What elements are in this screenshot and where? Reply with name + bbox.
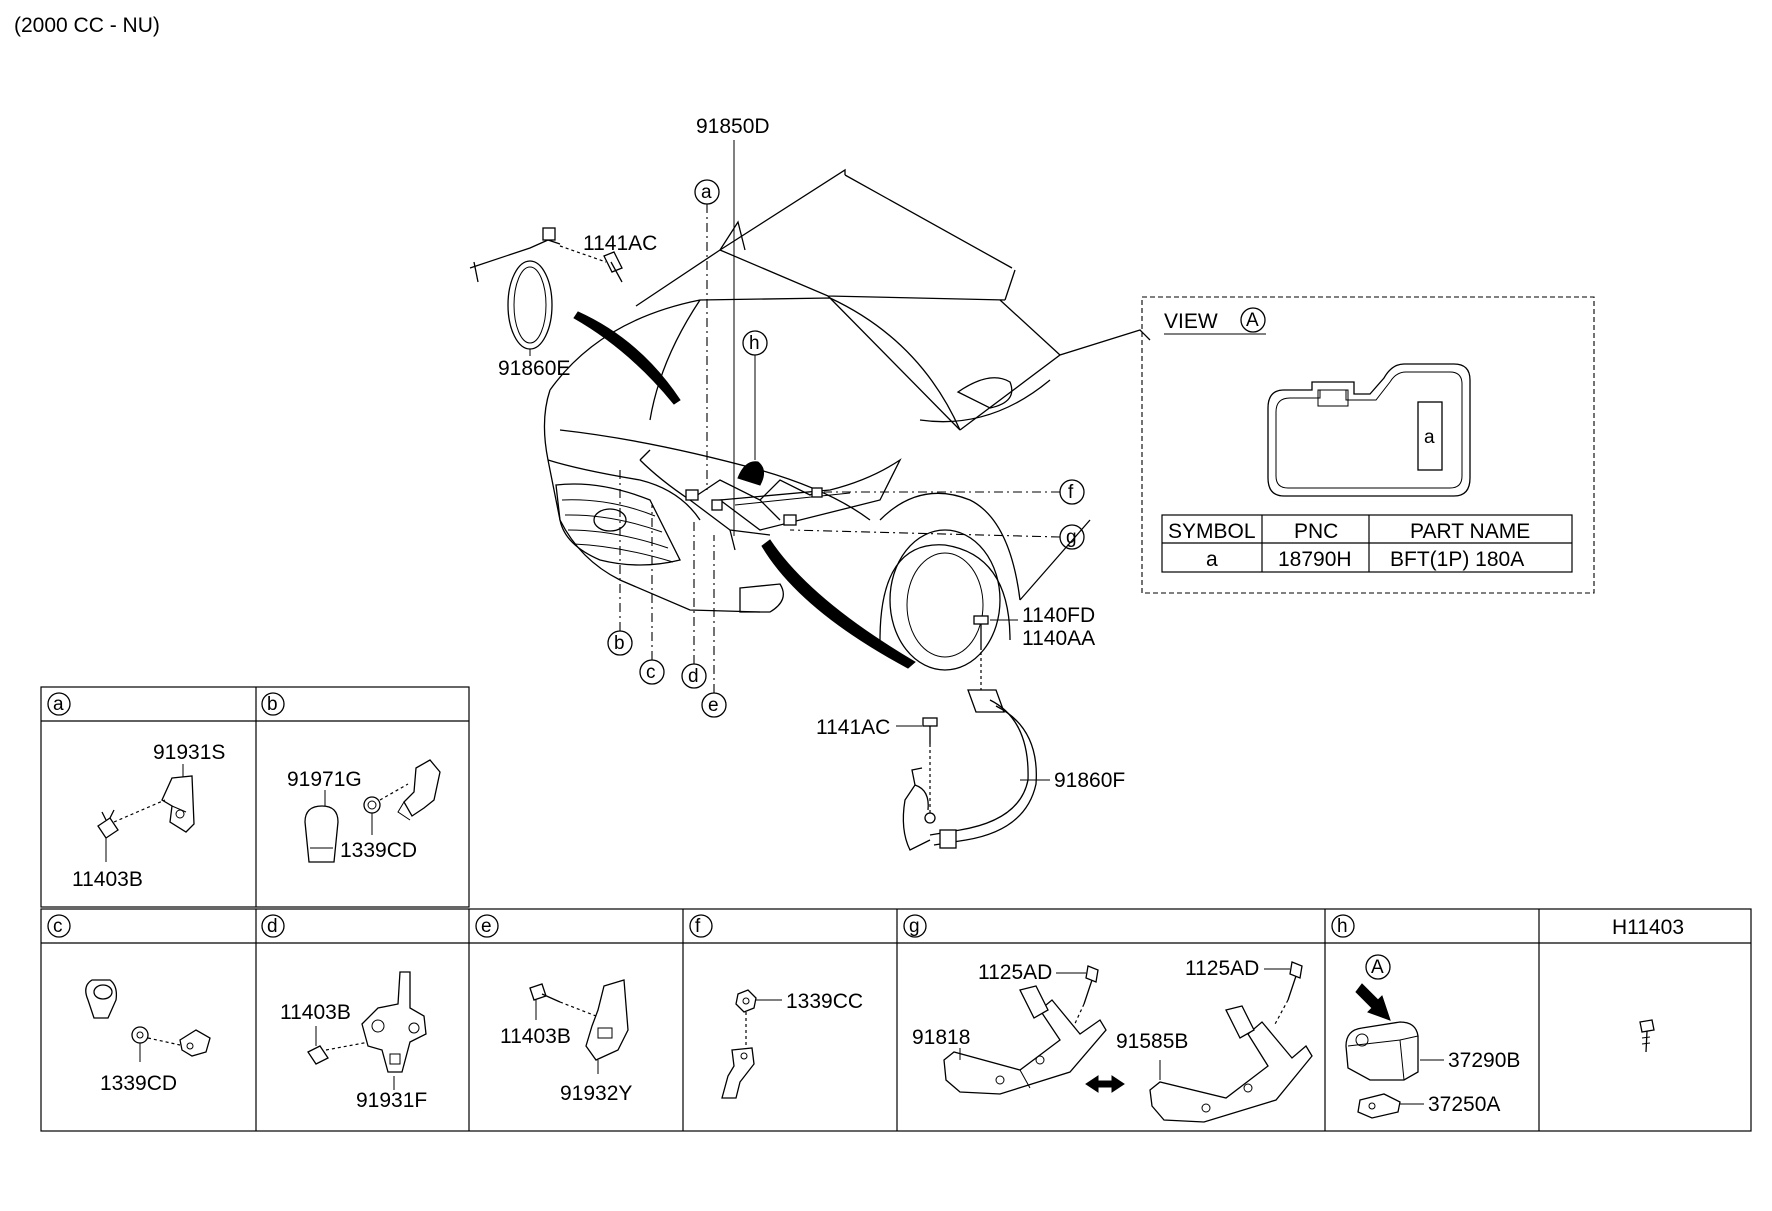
callout-h-main: h bbox=[742, 330, 768, 460]
svg-text:a: a bbox=[701, 182, 712, 203]
panel-g-part-91585b: 91585B bbox=[1116, 1030, 1188, 1053]
table-header-symbol: SYMBOL bbox=[1168, 520, 1256, 543]
view-a-symbol: A bbox=[1246, 310, 1259, 331]
detail-grid-row2 bbox=[40, 908, 1752, 1132]
panel-h11403: H11403 bbox=[1612, 916, 1684, 1053]
engine-harness bbox=[639, 449, 823, 551]
svg-text:c: c bbox=[53, 916, 63, 937]
label-1140aa: 1140AA bbox=[1022, 627, 1095, 650]
callout-g-main: g bbox=[789, 524, 1085, 550]
svg-text:d: d bbox=[688, 666, 699, 687]
view-arrow-icon bbox=[1355, 983, 1391, 1021]
bolt-icon bbox=[1639, 1019, 1655, 1033]
panel-b: b 91971G 1339CD bbox=[261, 692, 441, 863]
panel-h-part-37250a: 37250A bbox=[1428, 1093, 1500, 1116]
view-a-title: VIEW bbox=[1164, 310, 1218, 333]
interchange-arrow-icon bbox=[1085, 1075, 1125, 1093]
battery-cable-left bbox=[469, 227, 623, 350]
svg-text:A: A bbox=[1371, 957, 1384, 978]
label-1141ac-lower: 1141AC bbox=[816, 716, 890, 739]
callout-c-main: c bbox=[639, 505, 665, 685]
svg-text:f: f bbox=[695, 916, 701, 937]
svg-text:h: h bbox=[749, 333, 760, 354]
panel-d-part-11403b: 11403B bbox=[280, 1001, 351, 1024]
panel-f-part-1339cc: 1339CC bbox=[786, 990, 863, 1013]
label-1141ac-top: 1141AC bbox=[583, 232, 657, 255]
callout-e-main: e bbox=[701, 535, 727, 718]
svg-text:b: b bbox=[614, 633, 625, 654]
svg-text:f: f bbox=[1068, 482, 1074, 503]
table-header-pnc: PNC bbox=[1294, 520, 1338, 543]
panel-e-part-11403b: 11403B bbox=[500, 1025, 571, 1048]
panel-e-part-91932y: 91932Y bbox=[560, 1082, 632, 1105]
battery-cable-right bbox=[902, 615, 1037, 851]
panel-g: g 1125AD 91818 1125AD 91585B bbox=[903, 914, 1313, 1123]
panel-d: d 11403B 91931F bbox=[261, 914, 427, 1112]
panel-d-part-91931f: 91931F bbox=[356, 1089, 427, 1112]
panel-b-part-91971g: 91971G bbox=[287, 768, 362, 791]
callout-f-main: f bbox=[824, 479, 1085, 505]
svg-text:a: a bbox=[53, 694, 64, 715]
table-cell-symbol: a bbox=[1206, 548, 1218, 571]
panel-g-part-1125ad-right: 1125AD bbox=[1185, 957, 1259, 980]
panel-b-part-1339cd: 1339CD bbox=[340, 839, 417, 862]
panel-g-part-91818: 91818 bbox=[912, 1026, 970, 1049]
view-a-panel: VIEW A a SYMBOL PNC PART NAME a 18790H B… bbox=[1141, 296, 1595, 594]
panel-h11403-title: H11403 bbox=[1612, 916, 1684, 939]
panel-g-part-1125ad-left: 1125AD bbox=[978, 961, 1052, 984]
table-cell-part-name: BFT(1P) 180A bbox=[1390, 548, 1524, 571]
callout-b-main: b bbox=[607, 470, 633, 656]
callout-a-main: a bbox=[694, 179, 720, 490]
panel-h: h A 37290B 37250A bbox=[1331, 914, 1520, 1119]
panel-c-part-1339cd: 1339CD bbox=[100, 1072, 177, 1095]
callout-d-main: d bbox=[681, 520, 707, 689]
svg-text:c: c bbox=[646, 662, 656, 683]
table-cell-pnc: 18790H bbox=[1278, 548, 1352, 571]
label-91860f: 91860F bbox=[1054, 769, 1125, 792]
svg-text:e: e bbox=[481, 916, 492, 937]
label-91850d: 91850D bbox=[696, 115, 770, 138]
label-91860e: 91860E bbox=[498, 357, 570, 380]
panel-a: a 91931S 11403B bbox=[47, 692, 225, 891]
svg-text:d: d bbox=[267, 916, 278, 937]
svg-text:e: e bbox=[708, 695, 719, 716]
car-illustration bbox=[543, 168, 1151, 671]
svg-text:g: g bbox=[1066, 527, 1077, 548]
svg-text:h: h bbox=[1337, 916, 1348, 937]
harness-strip-lower bbox=[761, 539, 916, 669]
panel-e: e 11403B 91932Y bbox=[475, 914, 632, 1105]
panel-h-part-37290b: 37290B bbox=[1448, 1049, 1520, 1072]
panel-c: c 1339CD bbox=[47, 914, 211, 1095]
detail-grid-row1 bbox=[40, 686, 470, 908]
panel-a-part-11403b: 11403B bbox=[72, 868, 143, 891]
label-1140fd: 1140FD bbox=[1022, 604, 1095, 627]
svg-text:g: g bbox=[909, 916, 920, 937]
engine-spec-label: (2000 CC - NU) bbox=[14, 14, 160, 37]
panel-f: f 1339CC bbox=[689, 914, 863, 1099]
view-a-box-label: a bbox=[1424, 427, 1435, 448]
panel-a-part-91931s: 91931S bbox=[153, 741, 225, 764]
table-header-part-name: PART NAME bbox=[1410, 520, 1530, 543]
harness-strip-upper bbox=[573, 311, 681, 405]
svg-text:b: b bbox=[267, 694, 278, 715]
